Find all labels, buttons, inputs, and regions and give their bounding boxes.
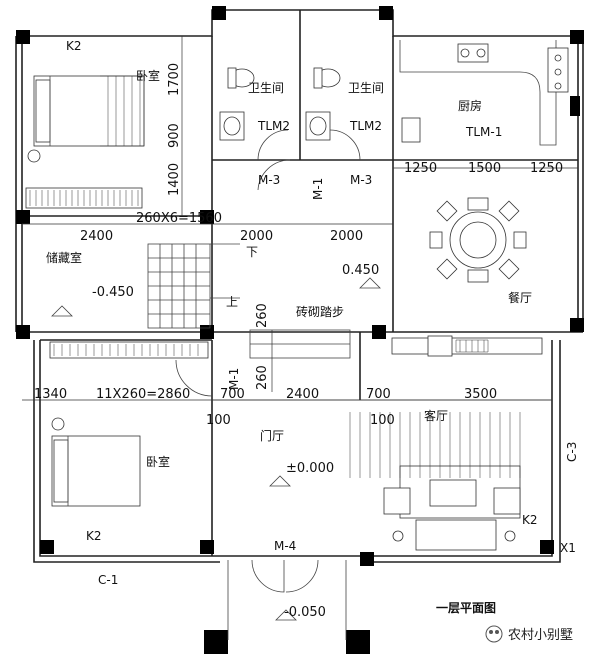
toilet-right-icon — [313, 67, 341, 89]
sideboard — [391, 335, 543, 357]
lamp-icon — [51, 417, 65, 431]
wardrobe-bottom — [49, 341, 209, 359]
bed-bottom — [51, 435, 141, 507]
sofa-set — [383, 465, 521, 551]
sink-left-icon — [219, 111, 245, 141]
dim-stair-bottom: 11X260=2860 — [96, 387, 190, 402]
dim-1400: 1400 — [167, 163, 182, 196]
tag-m3-right: M-3 — [350, 173, 372, 187]
kitchen-counter — [399, 40, 569, 146]
room-bathroom-right: 卫生间 — [348, 81, 384, 95]
wardrobe-top — [25, 187, 143, 209]
stairs-up-label: 上 — [226, 295, 238, 309]
level-marker — [51, 305, 73, 317]
dim-2400a: 2400 — [80, 229, 113, 244]
tag-c1: C-1 — [98, 573, 118, 587]
level-entry: -0.050 — [284, 605, 326, 620]
room-bedroom-top: 卧室 — [136, 68, 160, 83]
brick-steps — [249, 329, 351, 359]
dim-1500: 1500 — [468, 161, 501, 176]
tag-tlm2-left: TLM2 — [257, 119, 290, 133]
tv-wall-hatch — [349, 412, 521, 478]
entry-door — [227, 559, 347, 640]
dim-100b: 100 — [370, 413, 395, 428]
dim-1340: 1340 — [34, 387, 67, 402]
level-hall: 0.450 — [342, 263, 379, 278]
tag-k2-br: K2 — [522, 513, 538, 527]
room-dining: 餐厅 — [508, 290, 532, 305]
tag-m1-mid: M-1 — [227, 368, 241, 390]
sink-right-icon — [305, 111, 331, 141]
dim-3500: 3500 — [464, 387, 497, 402]
structural-columns — [16, 6, 584, 654]
staircase — [147, 243, 240, 329]
door-swing — [329, 129, 361, 161]
level-marker — [275, 609, 297, 621]
dim-1250b: 1250 — [530, 161, 563, 176]
dim-900: 900 — [167, 123, 182, 148]
watermark-logo — [485, 625, 503, 643]
bed-top — [33, 75, 145, 147]
tag-k2-top: K2 — [66, 39, 82, 53]
room-kitchen: 厨房 — [458, 98, 482, 113]
tag-k2-bl: K2 — [86, 529, 102, 543]
room-living: 客厅 — [424, 408, 448, 423]
level-marker — [359, 277, 381, 289]
dim-stair-top: 260X6=1560 — [136, 211, 222, 226]
brick-steps-label: 砖砌踏步 — [296, 304, 344, 319]
door-swing — [257, 159, 291, 191]
room-foyer: 门厅 — [260, 428, 284, 443]
door-swing — [175, 359, 213, 397]
level-marker — [269, 475, 291, 487]
level-storage: -0.450 — [92, 285, 134, 300]
dimension-lines — [22, 36, 578, 401]
toilet-left-icon — [227, 67, 255, 89]
dim-1700: 1700 — [167, 63, 182, 96]
room-bathroom-left: 卫生间 — [248, 81, 284, 95]
lamp-icon — [27, 149, 41, 163]
level-foyer: ±0.000 — [286, 461, 334, 476]
dim-100a: 100 — [206, 413, 231, 428]
watermark-text: 农村小别墅 — [508, 628, 573, 643]
door-swing — [257, 129, 289, 161]
tag-tlm1: TLM-1 — [465, 125, 502, 139]
tag-tlm2-right: TLM2 — [349, 119, 382, 133]
dim-700a: 700 — [220, 387, 245, 402]
dim-2000a: 2000 — [240, 229, 273, 244]
tag-m4: M-4 — [274, 539, 296, 553]
tag-m3-left: M-3 — [258, 173, 280, 187]
dim-2000b: 2000 — [330, 229, 363, 244]
dim-260b: 260 — [255, 365, 270, 390]
plan-title: 一层平面图 — [436, 601, 496, 615]
room-bedroom-bottom: 卧室 — [146, 454, 170, 469]
dim-260a: 260 — [255, 303, 270, 328]
stairs-down-label: 下 — [246, 245, 258, 259]
tag-m1-top: M-1 — [311, 178, 325, 200]
dim-1250a: 1250 — [404, 161, 437, 176]
tag-x1: X1 — [560, 541, 576, 555]
dining-table — [429, 197, 527, 283]
dim-700b: 700 — [366, 387, 391, 402]
dim-2400b: 2400 — [286, 387, 319, 402]
tag-c3: C-3 — [565, 442, 579, 462]
room-storage: 储藏室 — [46, 250, 82, 265]
